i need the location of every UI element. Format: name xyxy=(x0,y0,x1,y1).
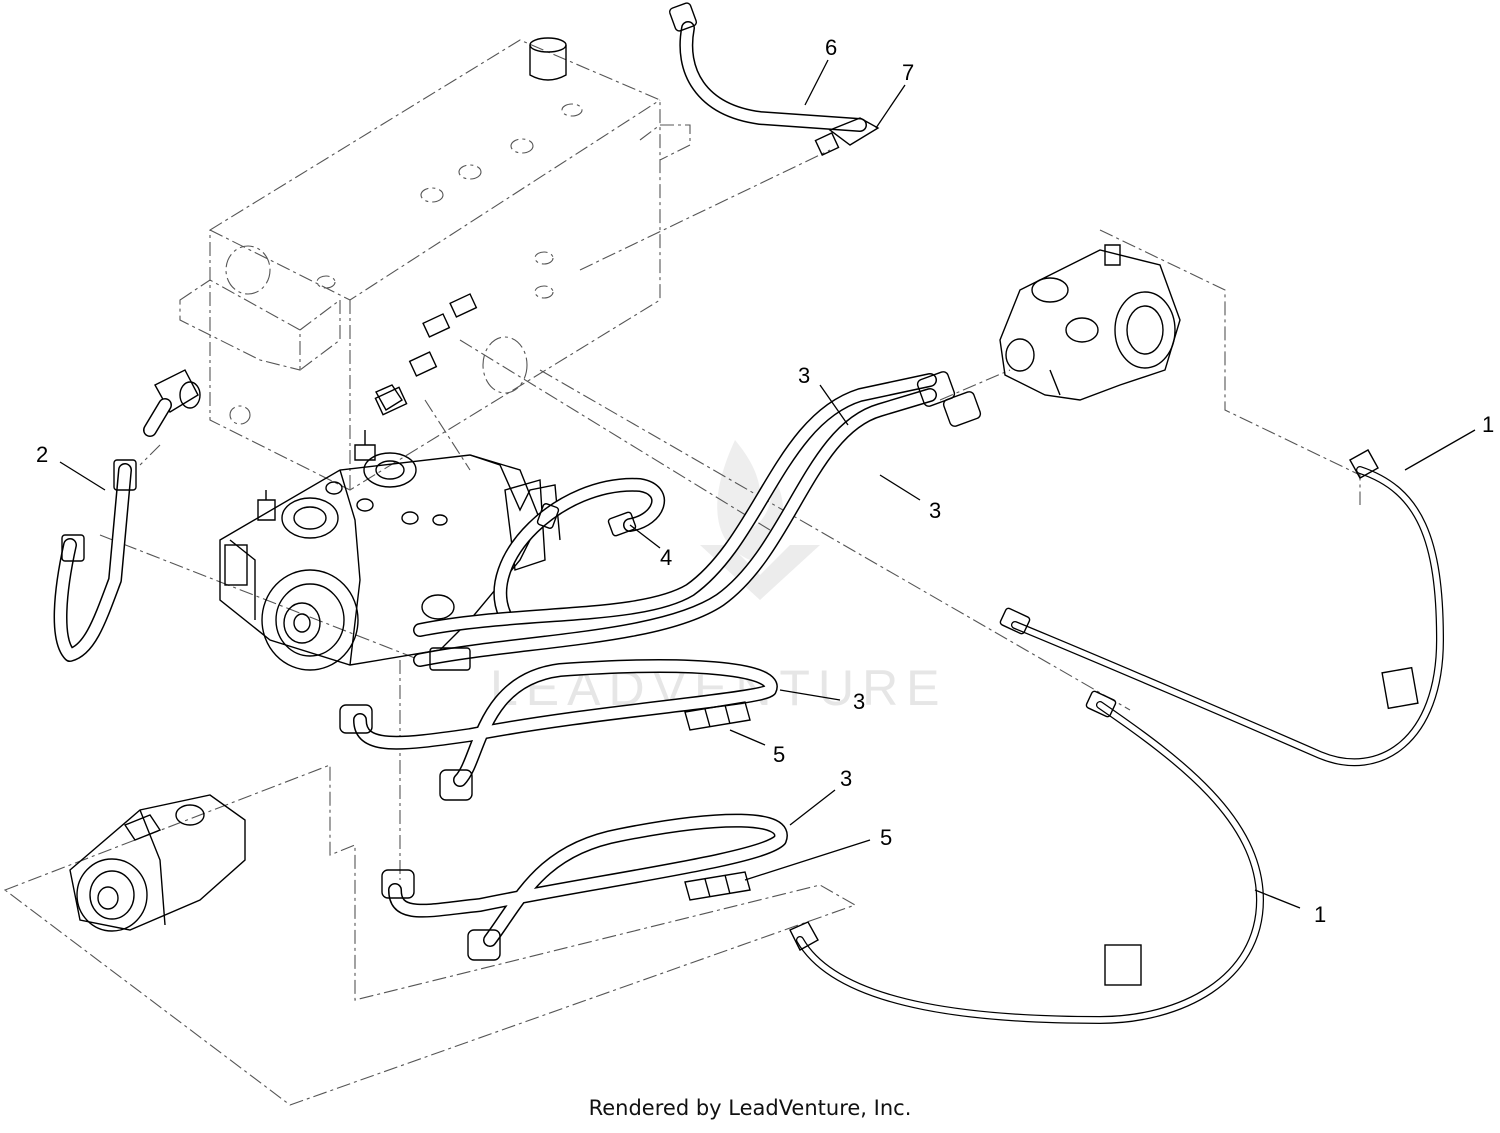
phantom-platform xyxy=(3,229,1361,1106)
callout-4: 4 xyxy=(660,545,672,570)
phantom-frame-tank xyxy=(179,37,691,491)
callout-2: 2 xyxy=(36,442,48,467)
hose-2 xyxy=(53,369,201,662)
secondary-hydraulic-pump xyxy=(69,794,246,932)
callout-3-lower: 3 xyxy=(840,766,852,791)
hose-3-middle xyxy=(339,659,778,801)
hose-6 xyxy=(668,2,880,156)
callout-3-middle: 3 xyxy=(853,689,865,714)
callout-6: 6 xyxy=(825,35,837,60)
leader-lines xyxy=(59,59,1476,909)
hose-1-lower xyxy=(789,690,1265,1025)
main-hydraulic-pump xyxy=(219,430,561,671)
callout-1-lower: 1 xyxy=(1314,902,1326,927)
hose-3-lower xyxy=(381,813,788,961)
footer-credit: Rendered by LeadVenture, Inc. xyxy=(588,1096,912,1120)
callouts: 1 1 2 3 3 3 3 4 5 5 6 7 xyxy=(36,35,1494,927)
callout-5-lower: 5 xyxy=(880,825,892,850)
callout-3-upper: 3 xyxy=(798,363,810,388)
wheel-motor xyxy=(999,244,1181,401)
callout-3-right: 3 xyxy=(929,498,941,523)
centre-lines xyxy=(99,149,1131,880)
hose-4 xyxy=(493,477,666,622)
callout-7: 7 xyxy=(902,60,914,85)
hose-3-upper-pair xyxy=(413,371,982,671)
tank-fittings xyxy=(374,293,478,416)
callout-1-upper: 1 xyxy=(1482,412,1494,437)
callout-5-middle: 5 xyxy=(773,742,785,767)
hose-1-upper xyxy=(999,449,1445,767)
